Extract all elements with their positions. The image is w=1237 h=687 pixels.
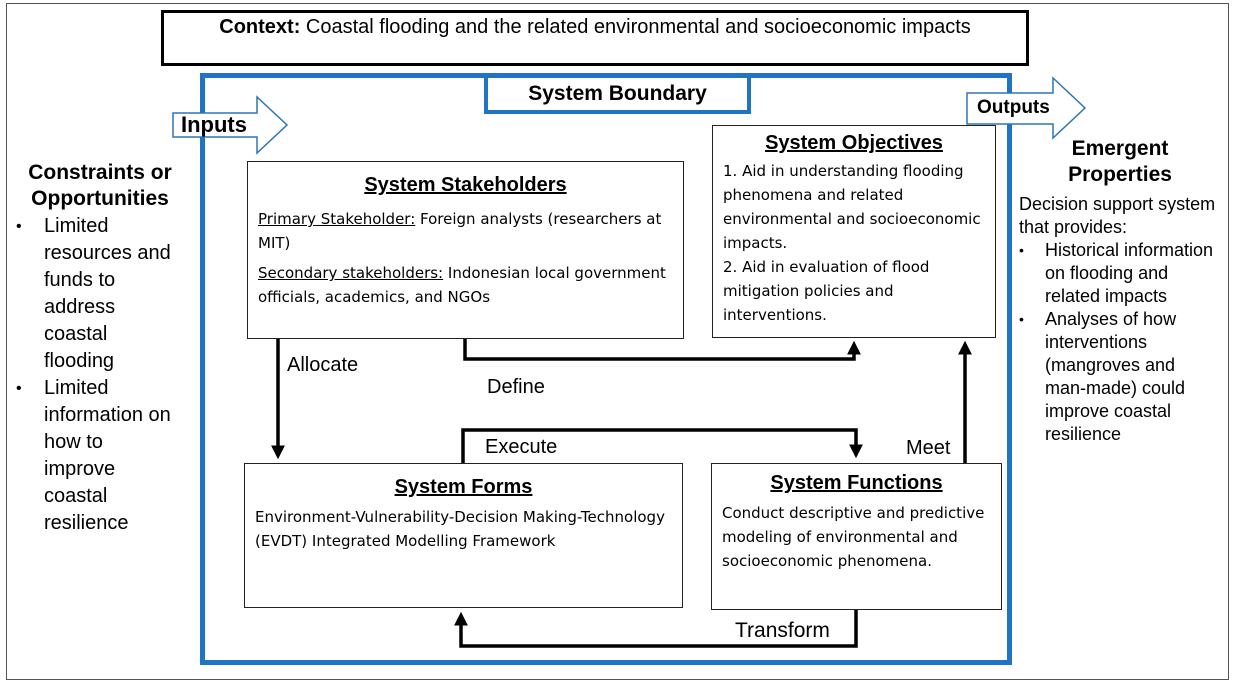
- define-label: Define: [487, 376, 545, 398]
- constraints-list: Limited resources and funds to address c…: [10, 213, 175, 537]
- system-boundary-label: System Boundary: [484, 74, 751, 114]
- transform-arrow: [454, 610, 858, 648]
- forms-title: System Forms: [394, 476, 533, 498]
- meet-label: Meet: [906, 437, 951, 459]
- functions-title: System Functions: [770, 472, 943, 494]
- define-arrow: [463, 339, 861, 361]
- primary-text: Foreign analysts (researchers at MIT): [258, 210, 662, 252]
- allocate-label: Allocate: [287, 354, 359, 376]
- inputs-label: Inputs: [181, 112, 247, 137]
- stakeholders-box: System Stakeholders Primary Stakeholder:…: [247, 161, 684, 339]
- emergent-intro: Decision support system that provides:: [1019, 194, 1216, 237]
- objectives-box: System Objectives 1. Aid in understandin…: [712, 125, 996, 338]
- emergent-list: Historical information on flooding and r…: [1015, 239, 1215, 446]
- list-item: Historical information on flooding and r…: [1015, 239, 1215, 308]
- outputs-label: Outputs: [977, 97, 1050, 118]
- functions-text: Conduct descriptive and predictive model…: [722, 504, 985, 570]
- outer-frame: [6, 3, 1229, 680]
- secondary-text: Indonesian local government officials, a…: [258, 264, 666, 306]
- secondary-label: Secondary stakeholders:: [258, 264, 444, 282]
- outputs-arrow-icon: [966, 76, 1087, 140]
- context-label: Context:: [219, 16, 301, 38]
- functions-box: System Functions Conduct descriptive and…: [711, 463, 1002, 610]
- emergent-title: Emergent Properties: [1068, 137, 1172, 186]
- primary-label: Primary Stakeholder:: [258, 210, 416, 228]
- forms-text: Environment-Vulnerability-Decision Makin…: [255, 508, 665, 550]
- objectives-title: System Objectives: [765, 132, 943, 154]
- secondary-stakeholders: Secondary stakeholders: Indonesian local…: [258, 261, 673, 309]
- objective-item: 2. Aid in evaluation of flood mitigation…: [723, 258, 930, 324]
- context-box: Context: Coastal flooding and the relate…: [161, 10, 1029, 66]
- stakeholders-title: System Stakeholders: [364, 174, 567, 196]
- execute-label: Execute: [485, 436, 558, 458]
- context-text: Coastal flooding and the related environ…: [300, 16, 971, 38]
- execute-arrow: [461, 428, 863, 463]
- transform-label: Transform: [735, 619, 830, 642]
- primary-stakeholder: Primary Stakeholder: Foreign analysts (r…: [258, 207, 673, 255]
- list-item: Analyses of how interventions (mangroves…: [1015, 308, 1215, 446]
- objective-item: 1. Aid in understanding flooding phenome…: [723, 162, 981, 252]
- forms-box: System Forms Environment-Vulnerability-D…: [244, 463, 683, 608]
- list-item: Limited information on how to improve co…: [10, 375, 175, 537]
- list-item: Limited resources and funds to address c…: [10, 213, 175, 375]
- constraints-title: Constraints or Opportunities: [28, 161, 172, 210]
- inputs-arrow-icon: [172, 95, 289, 155]
